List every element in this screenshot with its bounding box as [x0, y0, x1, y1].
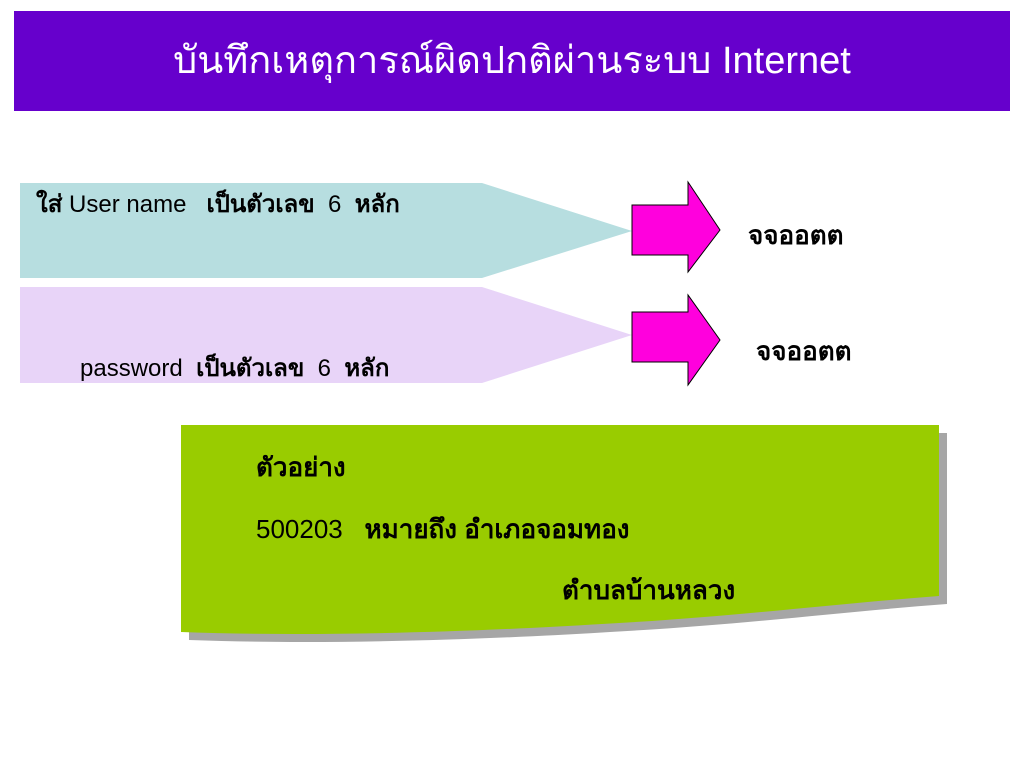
username-field-name: User name: [69, 191, 187, 218]
username-unit: หลัก: [354, 191, 400, 218]
example-meaning: หมายถึง อำเภอจอมทอง: [364, 514, 630, 544]
username-prefix: ใส่: [36, 191, 63, 218]
right-arrow-icon: [631, 293, 721, 387]
password-digits: 6: [317, 355, 331, 382]
example-box: [181, 425, 939, 635]
password-desc: เป็นตัวเลข: [196, 355, 305, 382]
example-subdistrict: ตำบลบ้านหลวง: [562, 575, 736, 605]
password-field-name: password: [80, 355, 183, 382]
password-result: จจออตต: [756, 336, 852, 366]
example-heading: ตัวอย่าง: [256, 452, 346, 482]
right-arrow-icon: [631, 180, 721, 274]
example-code: 500203: [256, 514, 343, 544]
password-unit: หลัก: [344, 355, 390, 382]
username-desc: เป็นตัวเลข: [206, 191, 315, 218]
page-title: บันทึกเหตุการณ์ผิดปกติผ่านระบบ Internet: [173, 40, 851, 82]
example-line: 500203 หมายถึง อำเภอจอมทอง: [256, 514, 630, 544]
password-banner: [20, 287, 632, 383]
username-instruction: ใส่ User name เป็นตัวเลข 6 หลัก: [36, 190, 400, 220]
username-banner: [20, 183, 632, 278]
title-bar: บันทึกเหตุการณ์ผิดปกติผ่านระบบ Internet: [14, 11, 1010, 111]
username-digits: 6: [328, 191, 342, 218]
password-instruction: password เป็นตัวเลข 6 หลัก: [80, 354, 389, 384]
username-result: จจออตต: [748, 220, 844, 250]
